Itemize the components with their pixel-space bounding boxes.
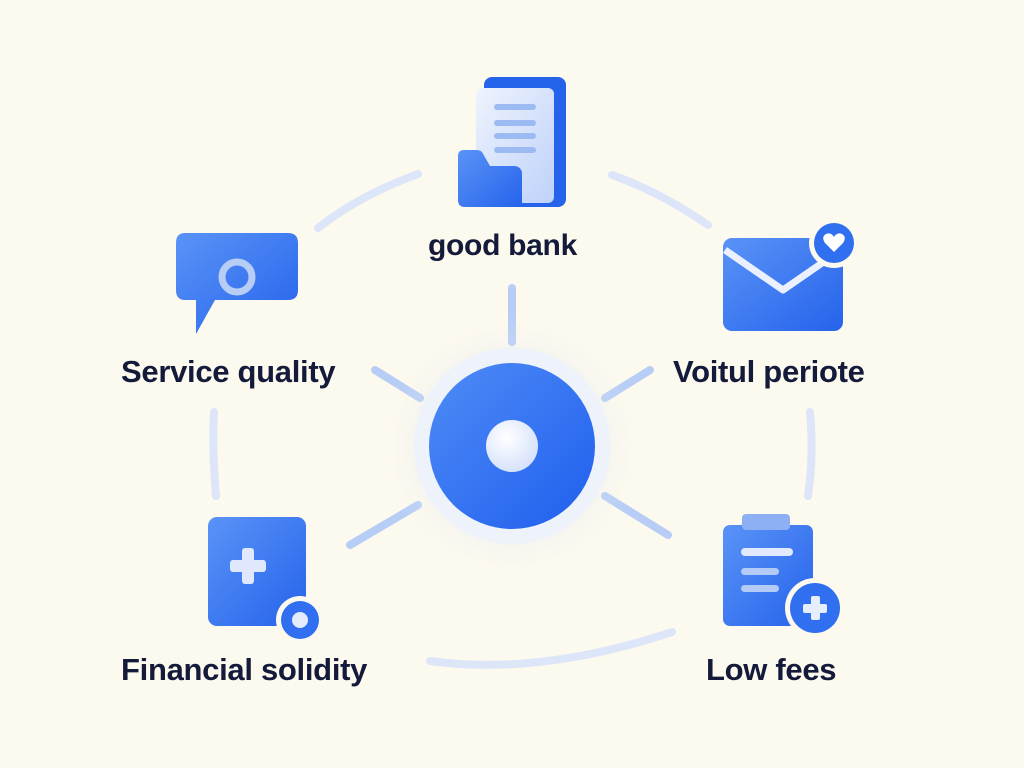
node-label-lower-left: Financial solidity — [121, 652, 368, 687]
outer-ring-arcs — [209, 170, 816, 669]
node-label-upper-right: Voitul periote — [673, 354, 865, 389]
document-folder-icon — [458, 77, 566, 207]
node-label-upper-left: Service quality — [121, 354, 336, 389]
medical-plus-card-icon — [208, 517, 324, 644]
chat-bubble-icon — [176, 233, 298, 334]
node-label-lower-right: Low fees — [706, 652, 837, 687]
hub-icon — [382, 316, 642, 576]
envelope-heart-icon — [723, 218, 859, 331]
node-label-top: good bank — [428, 229, 577, 262]
clipboard-add-icon — [723, 514, 845, 638]
